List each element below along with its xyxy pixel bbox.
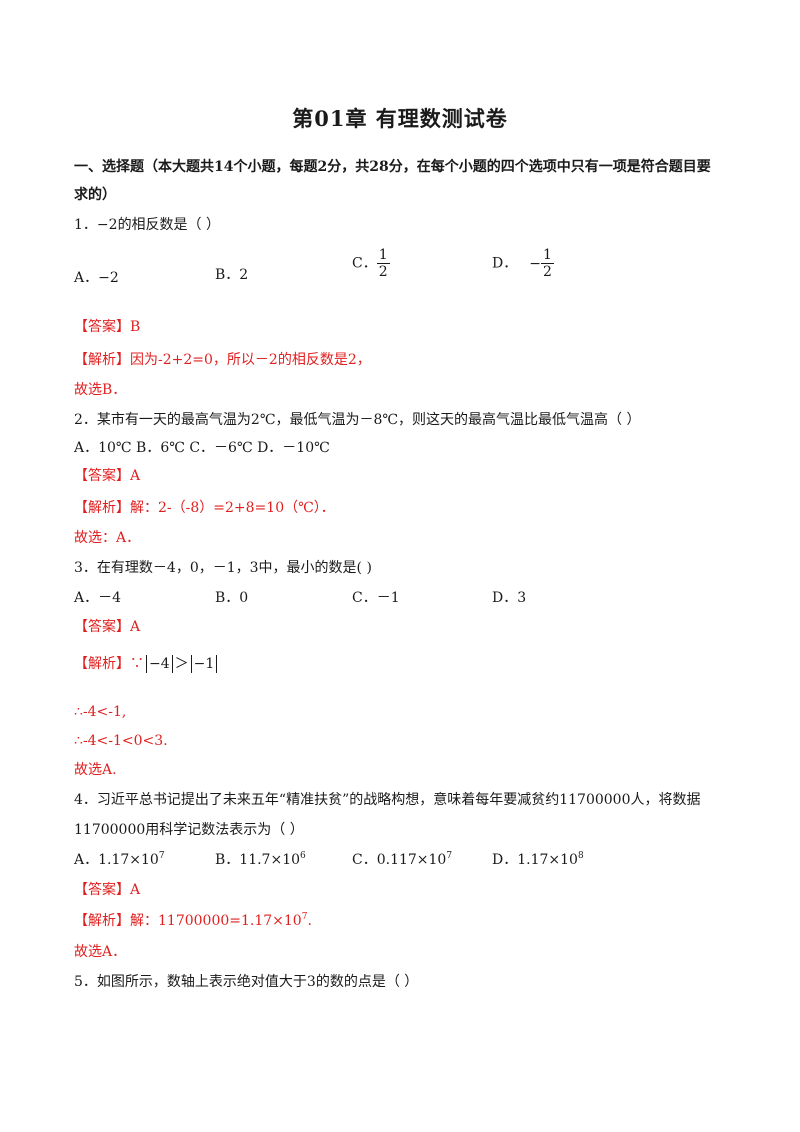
q4-option-d: D．1.17×108 [492, 851, 584, 869]
q3-option-b: B．0 [215, 590, 249, 606]
question-1-text: 的相反数是（ ） [117, 217, 221, 233]
q2-analysis: 【解析】解：2-（-8）=2+8=10（℃）． [74, 500, 335, 516]
q4-analysis: 【解析】解：11700000=1.17×107. [74, 912, 312, 930]
q4-option-a: A．1.17×107 [74, 851, 165, 869]
q1-conclusion: 故选B． [74, 382, 127, 398]
abs-value-2: −1 [190, 655, 218, 673]
q4-conclusion: 故选A． [74, 944, 127, 960]
question-5: 5．如图所示，数轴上表示绝对值大于3的数的点是（ ） [74, 974, 419, 990]
q1-answer: 【答案】B [74, 319, 141, 335]
q3-option-d: D．3 [492, 590, 527, 606]
q1-option-a: A．−2 [74, 270, 119, 286]
page-title: 第01章 有理数测试卷 [292, 106, 508, 131]
q4-option-b: B．11.7×106 [215, 851, 306, 869]
q2-conclusion: 故选：A． [74, 530, 141, 546]
q4-option-c: C．0.117×107 [352, 851, 453, 869]
question-2: 2．某市有一天的最高气温为2℃，最低气温为－8℃，则这天的最高气温比最低气温高（… [74, 412, 641, 428]
q4-answer: 【答案】A [74, 882, 141, 898]
section-heading-line1: 一、选择题（本大题共14个小题，每题2分，共28分，在每个小题的四个选项中只有一… [74, 159, 711, 175]
question-1-expr: −2 [96, 217, 118, 233]
question-1: 1．−2的相反数是（ ） [74, 215, 220, 235]
q3-analysis: 【解析】∵−4＞−1 [74, 654, 219, 674]
question-4-line2: 11700000用科学记数法表示为（ ） [74, 822, 304, 838]
q3-answer: 【答案】A [74, 619, 141, 635]
section-heading-line2: 求的） [74, 187, 116, 203]
q3-conclusion: 故选A. [74, 762, 117, 778]
q1-option-b: B．2 [215, 267, 249, 283]
question-1-number: 1． [74, 217, 97, 233]
abs-value-1: −4 [146, 655, 173, 673]
q2-answer: 【答案】A [74, 468, 141, 484]
q1-analysis: 【解析】因为-2+2=0，所以－2的相反数是2， [74, 352, 371, 368]
q3-step-2: ∴-4<-1<0<3. [74, 733, 168, 749]
q3-option-c: C．－1 [352, 590, 400, 606]
q3-step-1: ∴-4<-1, [74, 704, 127, 720]
q3-option-a: A．－4 [74, 590, 122, 606]
question-3: 3．在有理数－4，0，－1，3中，最小的数是( ) [74, 560, 372, 576]
question-4-line1: 4．习近平总书记提出了未来五年“精准扶贫”的战略构想，意味着每年要减贫约1170… [74, 792, 701, 808]
q2-options: A．10℃ B．6℃ C．－6℃ D．－10℃ [74, 440, 330, 456]
